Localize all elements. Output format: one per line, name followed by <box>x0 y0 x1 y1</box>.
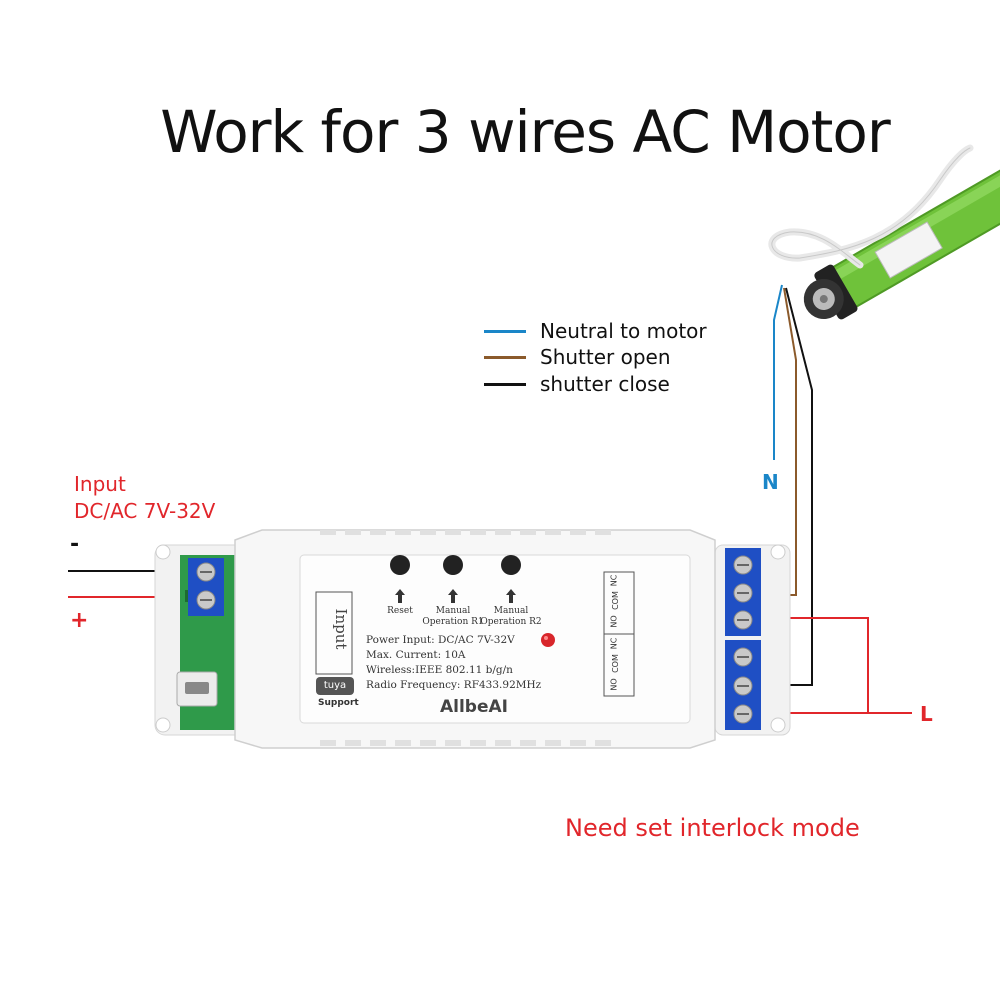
reset-label: Reset <box>387 606 413 616</box>
spec-current: Max. Current: 10A <box>366 649 466 661</box>
legend-item-close: shutter close <box>484 372 670 396</box>
terminal-label-no-2: NO <box>609 678 619 691</box>
spec-wireless: Wireless:IEEE 802.11 b/g/n <box>366 664 513 676</box>
button-arrows <box>395 589 516 603</box>
terminal-label-no-1: NO <box>609 615 619 628</box>
minus-sign: - <box>70 532 80 557</box>
tuya-logo: tuya <box>316 677 354 695</box>
legend-label: Neutral to motor <box>540 319 707 343</box>
plus-sign: + <box>70 608 89 633</box>
input-label: Input <box>74 472 126 496</box>
spec-power: Power Input: DC/AC 7V-32V <box>366 634 515 646</box>
tubular-motor <box>768 144 1000 320</box>
spec-radio: Radio Frequency: RF433.92MHz <box>366 679 542 691</box>
legend-item-neutral: Neutral to motor <box>484 319 707 343</box>
terminal-label-com-1: COM <box>610 591 620 610</box>
device-input-label: Input <box>332 608 350 650</box>
manual-r2-button[interactable] <box>501 555 521 575</box>
output-terminal-block-2 <box>725 640 761 730</box>
output-terminal-block-1 <box>725 548 761 636</box>
legend-swatch <box>484 355 526 359</box>
manual-r1-button[interactable] <box>443 555 463 575</box>
terminal-label-com-2: COM <box>610 654 620 673</box>
input-voltage-label: DC/AC 7V-32V <box>74 499 216 523</box>
live-letter: L <box>920 702 933 726</box>
legend-item-open: Shutter open <box>484 345 671 369</box>
legend-label: Shutter open <box>540 345 671 369</box>
legend-swatch <box>484 329 526 333</box>
terminal-label-nc-1: NC <box>609 574 619 587</box>
reset-button[interactable] <box>390 555 410 575</box>
device-specs: Power Input: DC/AC 7V-32V Max. Current: … <box>366 633 541 693</box>
page-title: Work for 3 wires AC Motor <box>160 98 890 166</box>
interlock-note: Need set interlock mode <box>565 814 860 842</box>
legend-swatch <box>484 382 526 386</box>
brand-name: AllbeAI <box>440 697 508 717</box>
neutral-wire <box>773 284 783 460</box>
input-terminal-block <box>188 558 224 616</box>
status-led <box>541 633 555 647</box>
support-text: Support <box>318 698 359 708</box>
neutral-letter: N <box>762 470 779 494</box>
terminal-label-nc-2: NC <box>609 637 619 650</box>
legend-label: shutter close <box>540 372 670 396</box>
